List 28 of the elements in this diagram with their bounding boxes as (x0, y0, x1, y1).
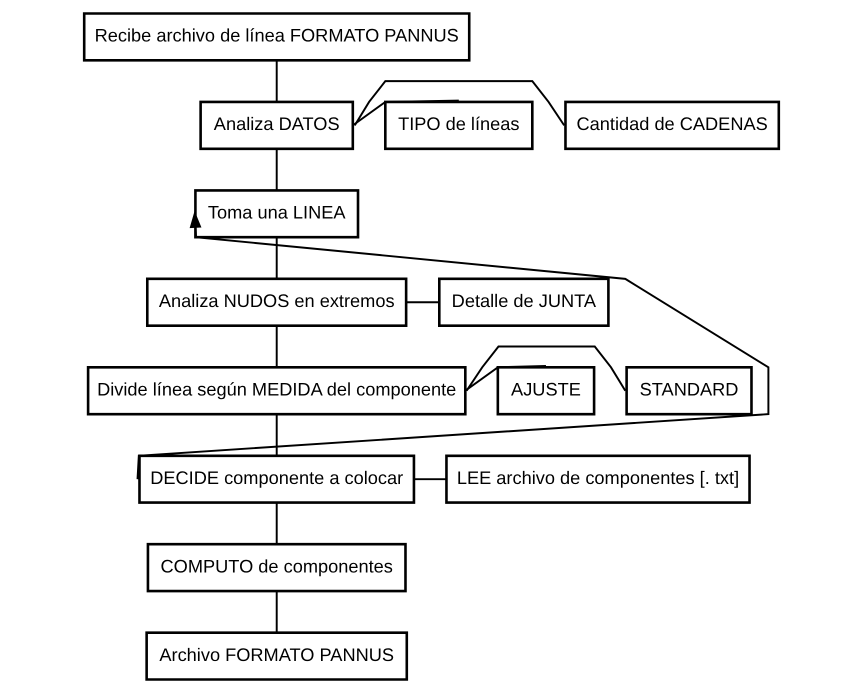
connector (352, 100, 458, 126)
node-box: Archivo FORMATO PANNUS (144, 631, 408, 681)
arrow (136, 210, 769, 480)
node-box: DECIDE componente a colocar (138, 454, 415, 504)
connector (464, 365, 546, 392)
node-box: Toma una LINEA (194, 189, 359, 239)
node-box: AJUSTE (496, 366, 595, 416)
connector (275, 503, 278, 544)
node-box: LEE archivo de componentes [. txt] (444, 454, 750, 504)
node-box: Analiza NUDOS en extremos (145, 278, 407, 327)
connector (275, 591, 278, 632)
connector (275, 238, 278, 278)
connector (275, 326, 278, 367)
connector (353, 80, 564, 126)
node-box: Recibe archivo de línea FORMATO PANNUS (82, 12, 470, 62)
node-box: TIPO de líneas (384, 100, 534, 150)
connector (406, 301, 439, 304)
node-box: Divide línea según MEDIDA del componente (86, 366, 466, 416)
connector (465, 346, 626, 392)
connector (413, 478, 446, 480)
connector (275, 149, 278, 190)
connector (275, 414, 278, 456)
node-box: COMPUTO de componentes (146, 542, 406, 592)
node-box: Analiza DATOS (198, 100, 354, 150)
connector (275, 60, 278, 102)
node-box: STANDARD (624, 366, 752, 416)
node-box: Cantidad de CADENAS (564, 100, 780, 150)
node-box: Detalle de JUNTA (438, 278, 610, 327)
